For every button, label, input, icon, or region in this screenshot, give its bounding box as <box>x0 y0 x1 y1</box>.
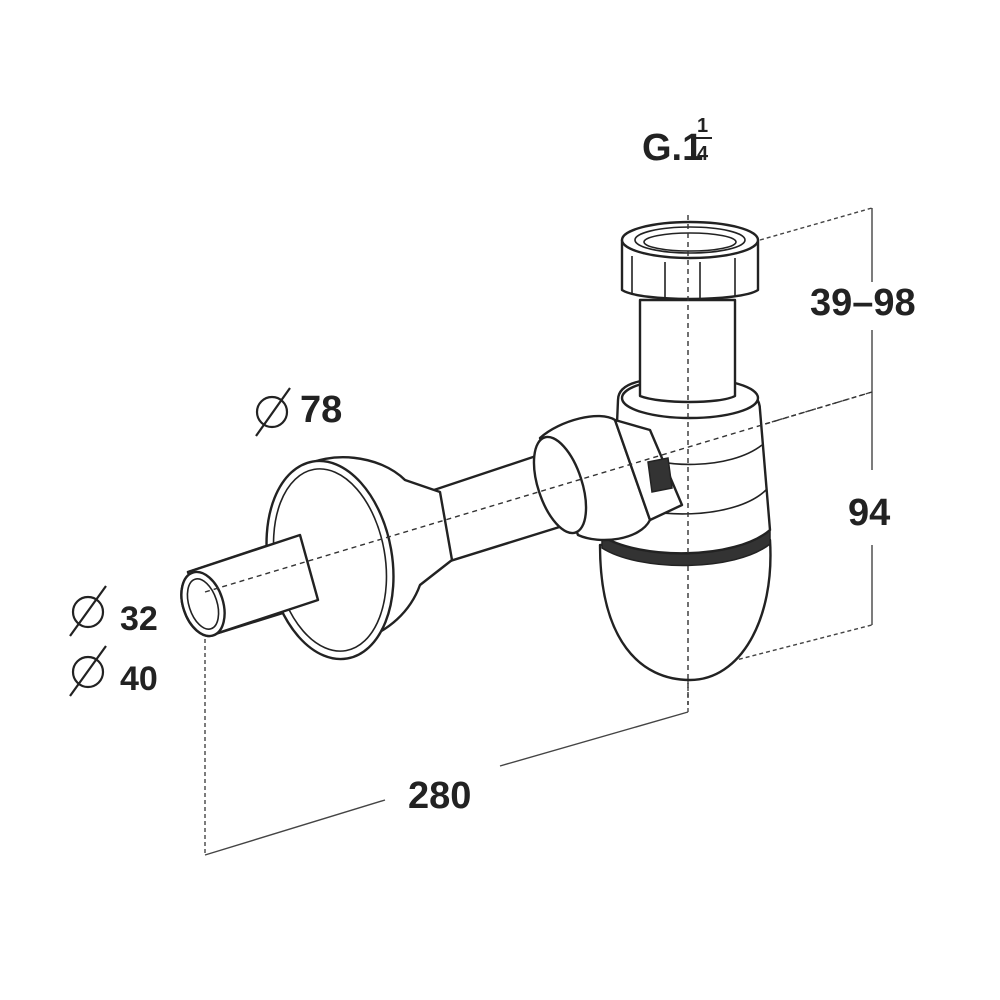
rosette-diameter-label: 78 <box>300 389 342 431</box>
pipe-opening <box>180 570 226 638</box>
height-adjust-label: 39–98 <box>810 282 916 324</box>
wall-rosette <box>180 456 454 661</box>
thread-fraction-numerator: 1 <box>697 115 708 137</box>
trap-bowl <box>598 538 772 682</box>
pipe-diameter-large-label: 40 <box>120 660 158 698</box>
trap-height-label: 94 <box>848 492 890 534</box>
top-nut-ribs <box>631 256 736 300</box>
thread-fraction-denominator: 4 <box>697 143 709 165</box>
centre-axes <box>204 215 873 705</box>
length-label: 280 <box>408 775 471 817</box>
horizontal-axis <box>204 391 873 593</box>
side-nut-clip <box>647 457 673 493</box>
dimension-line-280-left <box>204 799 386 856</box>
leader-top <box>759 207 873 241</box>
dimension-line-280-right <box>499 711 689 767</box>
diameter-icon <box>69 585 107 637</box>
pipe-diameter-small-label: 32 <box>120 600 158 638</box>
diameter-icon <box>69 645 107 697</box>
top-nut-rim <box>620 220 760 260</box>
top-nut-inner <box>643 232 737 252</box>
top-nut-opening <box>634 226 746 254</box>
vertical-pipe <box>620 220 760 404</box>
diameter-icon <box>255 387 291 437</box>
thread-label: G.1 <box>642 127 703 169</box>
pipe-opening-inner <box>186 578 220 630</box>
labels: G.1 1 4 39–98 94 78 32 40 280 <box>69 115 916 817</box>
